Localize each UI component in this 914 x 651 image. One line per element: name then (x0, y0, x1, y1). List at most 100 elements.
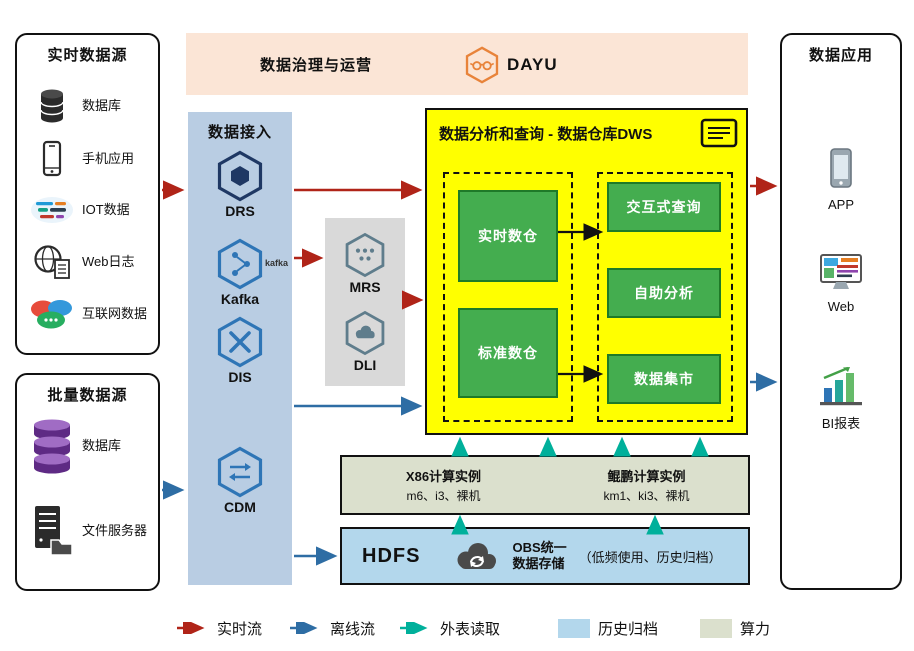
application-label: BI报表 (821, 416, 861, 431)
service-label: 自助分析 (634, 285, 694, 301)
app-phone-icon (830, 148, 852, 188)
legend-item-archive: 历史归档 (558, 615, 658, 641)
compute-instances-panel: X86计算实例 m6、i3、裸机 鲲鹏计算实例 km1、ki3、裸机 (340, 455, 750, 515)
storage-note: （低频使用、历史归档） (578, 549, 722, 565)
standard-warehouse-box: 标准数仓 (458, 308, 558, 398)
service-label: 交互式查询 (626, 199, 702, 215)
archive-swatch (558, 618, 590, 638)
kunpeng-compute-title: 鲲鹏计算实例 (607, 469, 686, 484)
governance-banner: 数据治理与运营 DAYU (186, 33, 748, 95)
list-item: BI报表 (782, 365, 900, 432)
list-item: 手机应用 (29, 137, 153, 181)
drs-hexagon-icon (217, 150, 263, 202)
realtime-sources-title: 实时数据源 (47, 47, 128, 64)
batch-sources-title: 批量数据源 (47, 387, 128, 404)
batch-sources-panel: 批量数据源 数据库 (15, 373, 160, 591)
list-item: MRS (325, 232, 405, 295)
list-item: DIS (188, 316, 292, 385)
cdm-hexagon-icon (217, 446, 263, 498)
dayu-logo-group: DAYU (464, 46, 558, 84)
dayu-hexagon-icon (465, 46, 499, 84)
internet-bubbles-icon (29, 297, 75, 331)
dws-panel: 数据分析和查询 - 数据仓库DWS 实时数仓 标准数仓 交互式查询 自助分析 数… (425, 108, 748, 435)
application-label: APP (827, 197, 854, 212)
data-applications-panel: 数据应用 APP Web (780, 33, 902, 590)
list-item: kafka Kafka (188, 238, 292, 307)
kunpeng-compute-group: 鲲鹏计算实例 km1、ki3、裸机 (545, 457, 748, 513)
list-item: 数据库 (29, 84, 153, 128)
data-ingestion-panel: 数据接入 DRS kafka Kafka DIS (188, 112, 292, 585)
web-monitor-icon (820, 254, 862, 289)
warehouse-label: 标准数仓 (478, 345, 538, 361)
realtime-warehouse-box: 实时数仓 (458, 190, 558, 282)
service-label: DRS (225, 203, 255, 219)
external-read-arrow-icon (400, 622, 428, 634)
list-item: Web日志 (29, 240, 153, 284)
mobile-phone-icon (29, 140, 75, 178)
dws-title: 数据分析和查询 - 数据仓库DWS (439, 126, 653, 143)
database-stack-icon (29, 417, 75, 475)
list-item: DRS (188, 150, 292, 219)
warehouse-group (443, 172, 573, 422)
legend-label: 外表读取 (440, 620, 501, 638)
source-label: Web日志 (82, 253, 135, 269)
file-server-icon (29, 504, 75, 558)
list-item: CDM (188, 446, 292, 515)
report-icon (700, 118, 738, 148)
legend-item-realtime: 实时流 (175, 615, 262, 641)
offline-flow-arrow-icon (290, 622, 318, 634)
legend-label: 离线流 (330, 620, 376, 638)
legend-label: 实时流 (217, 620, 263, 638)
compute-swatch (700, 618, 732, 638)
globe-log-icon (29, 244, 75, 280)
kafka-logo-text: kafka (265, 258, 289, 268)
self-service-analysis-box: 自助分析 (607, 268, 721, 318)
list-item: IOT数据 (29, 188, 153, 232)
data-mart-box: 数据集市 (607, 354, 721, 404)
legend-item-compute: 算力 (700, 615, 770, 641)
list-item: 文件服务器 (29, 501, 153, 561)
legend-item-offline: 离线流 (288, 615, 375, 641)
dayu-label: DAYU (507, 55, 558, 74)
iot-wordcloud-icon (29, 194, 75, 226)
source-label: 数据库 (82, 97, 122, 113)
dli-hexagon-icon (345, 310, 385, 356)
legend-label: 算力 (740, 620, 771, 638)
list-item: 互联网数据 (29, 290, 153, 338)
legend-item-external-read: 外表读取 (398, 615, 500, 641)
obs-label: OBS统一 数据存储 (512, 540, 566, 573)
dis-hexagon-icon (217, 316, 263, 368)
kunpeng-compute-spec: km1、ki3、裸机 (603, 489, 690, 503)
obs-line2: 数据存储 (512, 556, 565, 571)
application-label: Web (827, 299, 855, 314)
cloud-sync-icon (457, 543, 497, 569)
database-icon (29, 87, 75, 125)
source-label: 数据库 (82, 437, 122, 453)
service-label: MRS (349, 279, 381, 295)
x86-compute-title: X86计算实例 (405, 469, 482, 484)
services-group (597, 172, 733, 422)
interactive-query-box: 交互式查询 (607, 182, 721, 232)
x86-compute-spec: m6、i3、裸机 (406, 489, 481, 503)
bi-chart-icon (820, 366, 862, 406)
list-item: DLI (325, 310, 405, 373)
mrs-hexagon-icon (345, 232, 385, 278)
source-label: 手机应用 (82, 150, 135, 166)
source-label: IOT数据 (82, 201, 130, 217)
list-item: APP (782, 147, 900, 212)
legend-label: 历史归档 (598, 620, 659, 638)
governance-title: 数据治理与运营 (260, 57, 373, 74)
service-label: DLI (353, 357, 377, 373)
obs-line1: OBS统一 (512, 539, 567, 555)
kafka-hexagon-icon (217, 238, 263, 290)
realtime-flow-arrow-icon (177, 622, 205, 634)
hdfs-label: HDFS (362, 544, 421, 567)
x86-compute-group: X86计算实例 m6、i3、裸机 (342, 457, 545, 513)
data-ingestion-title: 数据接入 (207, 124, 272, 141)
warehouse-label: 实时数仓 (478, 228, 538, 244)
source-label: 文件服务器 (82, 522, 148, 538)
list-item: Web (782, 253, 900, 314)
service-label: Kafka (220, 291, 260, 307)
processing-panel: MRS DLI (325, 218, 405, 386)
